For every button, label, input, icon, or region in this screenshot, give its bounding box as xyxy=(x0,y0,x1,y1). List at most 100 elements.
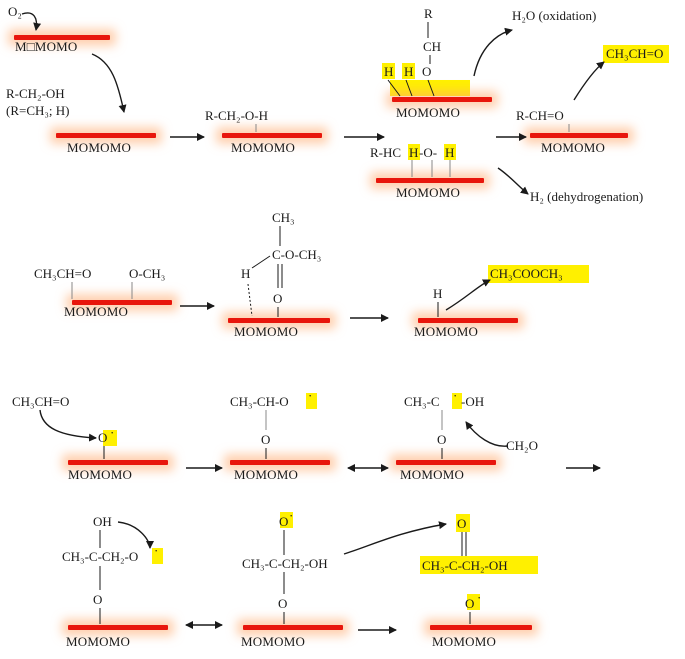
surface-label-row3-3: MOMOMO xyxy=(400,467,465,482)
row4-chain2-label: CH₃-C-CH₂-OH xyxy=(242,556,328,571)
surface-label-row4-2: MOMOMO xyxy=(241,634,306,649)
arrow-o2-to-vacancy xyxy=(21,12,42,31)
highlight-row4-chain-rad xyxy=(152,548,163,564)
highlight-aldehyde-product xyxy=(603,45,669,63)
ox-o-label: O xyxy=(422,64,432,79)
row4-radical-2: · xyxy=(289,508,294,523)
surface-label-row2-1: MOMOMO xyxy=(64,304,129,319)
highlight-ox-h1 xyxy=(382,63,395,79)
arrow-vacancy-to-surface xyxy=(91,53,127,113)
row4-radical-1: · xyxy=(154,543,159,558)
surface-bar-row3-3 xyxy=(396,460,496,465)
row2-aldehyde-label: CH₃CH=O xyxy=(34,266,92,281)
highlight-ketone-chain xyxy=(420,556,538,574)
bond-int-h-c xyxy=(251,255,271,269)
bond-int-h-surf xyxy=(247,283,253,317)
dh-rhc-label: R-HC xyxy=(370,145,402,160)
surface-label-row3-1: MOMOMO xyxy=(68,467,133,482)
row3-radical-1: · xyxy=(110,425,115,440)
adsorbed-alkoxy-label: R-CH₂-O-H xyxy=(205,108,269,123)
dh-h-mid-label: H xyxy=(409,145,419,160)
r-definition-label: (R=CH₃; H) xyxy=(6,103,70,118)
surface-bar-row3-2 xyxy=(230,460,330,465)
row4-radical-3: · xyxy=(477,590,482,605)
surface-bar-row4-1 xyxy=(68,625,168,630)
row4-bridge-o2-label: O xyxy=(278,596,288,611)
water-label: H₂O (oxidation) xyxy=(512,8,597,23)
ketone-chain-label: CH₃-C-CH₂-OH xyxy=(422,558,508,573)
surface-label-row2-3: MOMOMO xyxy=(414,324,479,339)
bond-ox-o-surf xyxy=(427,79,435,97)
highlight-final-o xyxy=(467,594,480,610)
ox-h2-label: H xyxy=(404,64,414,79)
oxygen-label: O₂ xyxy=(8,4,22,19)
arrow-water-release xyxy=(473,27,513,77)
highlight-row4-top-o xyxy=(280,512,293,528)
surface-label-row4-1: MOMOMO xyxy=(66,634,131,649)
arrow-formaldehyde-attack xyxy=(465,421,509,447)
surface-bar-row2-3 xyxy=(418,318,518,323)
surface-label-ox: MOMOMO xyxy=(396,105,461,120)
row3-aldehyde-label: CH₃CH=O xyxy=(12,394,70,409)
row4-oh-label: OH xyxy=(93,514,112,529)
row3-bridge-o1-label: O xyxy=(261,432,271,447)
leftover-h-label: H xyxy=(433,286,443,301)
alcohol-label: R-CH₂-OH xyxy=(6,86,65,101)
highlight-row3-alkoxy-rad xyxy=(306,393,317,409)
aldehyde-product-label: CH₃CH=O xyxy=(606,46,664,61)
ox-h1-label: H xyxy=(384,64,394,79)
arrow-ketone-release xyxy=(343,521,447,555)
surface-label-1: MOMOMO xyxy=(67,140,132,155)
arrow-hydrogen-release xyxy=(497,167,529,195)
highlight-ox-h2 xyxy=(402,63,415,79)
surface-bar-row3-1 xyxy=(68,460,168,465)
surface-label-row3-2: MOMOMO xyxy=(234,467,299,482)
bond-ox-h1-surf xyxy=(387,79,401,97)
dh-o-label: -O- xyxy=(419,145,438,160)
arrow-ester-release xyxy=(445,279,491,311)
row3-bridge-o2-label: O xyxy=(437,432,447,447)
row4-top-o-label: O xyxy=(279,514,289,529)
row4-bridge-o1-label: O xyxy=(93,592,103,607)
int-ester-label: C-O-CH₃ xyxy=(272,247,322,262)
surface-label-ald: MOMOMO xyxy=(541,140,606,155)
row3-alkoxy-label: CH₃-CH-O xyxy=(230,394,289,409)
final-o-label: O xyxy=(465,596,475,611)
surface-bar-vacancy xyxy=(14,35,110,40)
hydrogen-label: H₂ (dehydrogenation) xyxy=(530,189,644,204)
row3-radical-2: · xyxy=(308,388,313,403)
ester-product-label: CH₃COOCH₃ xyxy=(490,266,563,281)
highlight-dh-h-right xyxy=(444,144,456,160)
int-ch3-label: CH₃ xyxy=(272,210,295,225)
surface-bar-1 xyxy=(56,133,156,138)
arrow-aldehyde-attack xyxy=(39,409,97,442)
surface-bar-row2-1 xyxy=(72,300,172,305)
ads-aldehyde-label: R-CH=O xyxy=(516,108,564,123)
ox-r-label: R xyxy=(424,6,433,21)
dh-h-right-label: H xyxy=(445,145,455,160)
row2-methoxy-label: O-CH₃ xyxy=(129,266,166,281)
surface-bar-2 xyxy=(222,133,322,138)
bond-ox-h2-surf xyxy=(405,79,413,97)
surface-label-row4-3: MOMOMO xyxy=(432,634,497,649)
ox-ch-label: CH xyxy=(423,39,442,54)
surface-bar-row2-2 xyxy=(228,318,330,323)
surface-bar-dh xyxy=(376,178,484,183)
highlight-row3-surf-o xyxy=(103,430,117,446)
surface-bar-row4-2 xyxy=(243,625,343,630)
row3-ch3c-label: CH₃-C xyxy=(404,394,440,409)
row3-radical-3: · xyxy=(453,388,458,403)
vacancy-surface-label: M□MOMO xyxy=(15,39,78,54)
highlight-ketone-o xyxy=(456,514,470,532)
surface-bar-row4-3 xyxy=(430,625,532,630)
surface-label-dh: MOMOMO xyxy=(396,185,461,200)
row3-oh-label: -OH xyxy=(461,394,485,409)
int-h-label: H xyxy=(241,266,251,281)
surface-bar-ald xyxy=(530,133,628,138)
surface-label-row2-2: MOMOMO xyxy=(234,324,299,339)
row3-surf-o-label: O xyxy=(98,430,108,445)
int-o-label: O xyxy=(273,291,283,306)
arrow-oh-transfer xyxy=(117,521,154,549)
